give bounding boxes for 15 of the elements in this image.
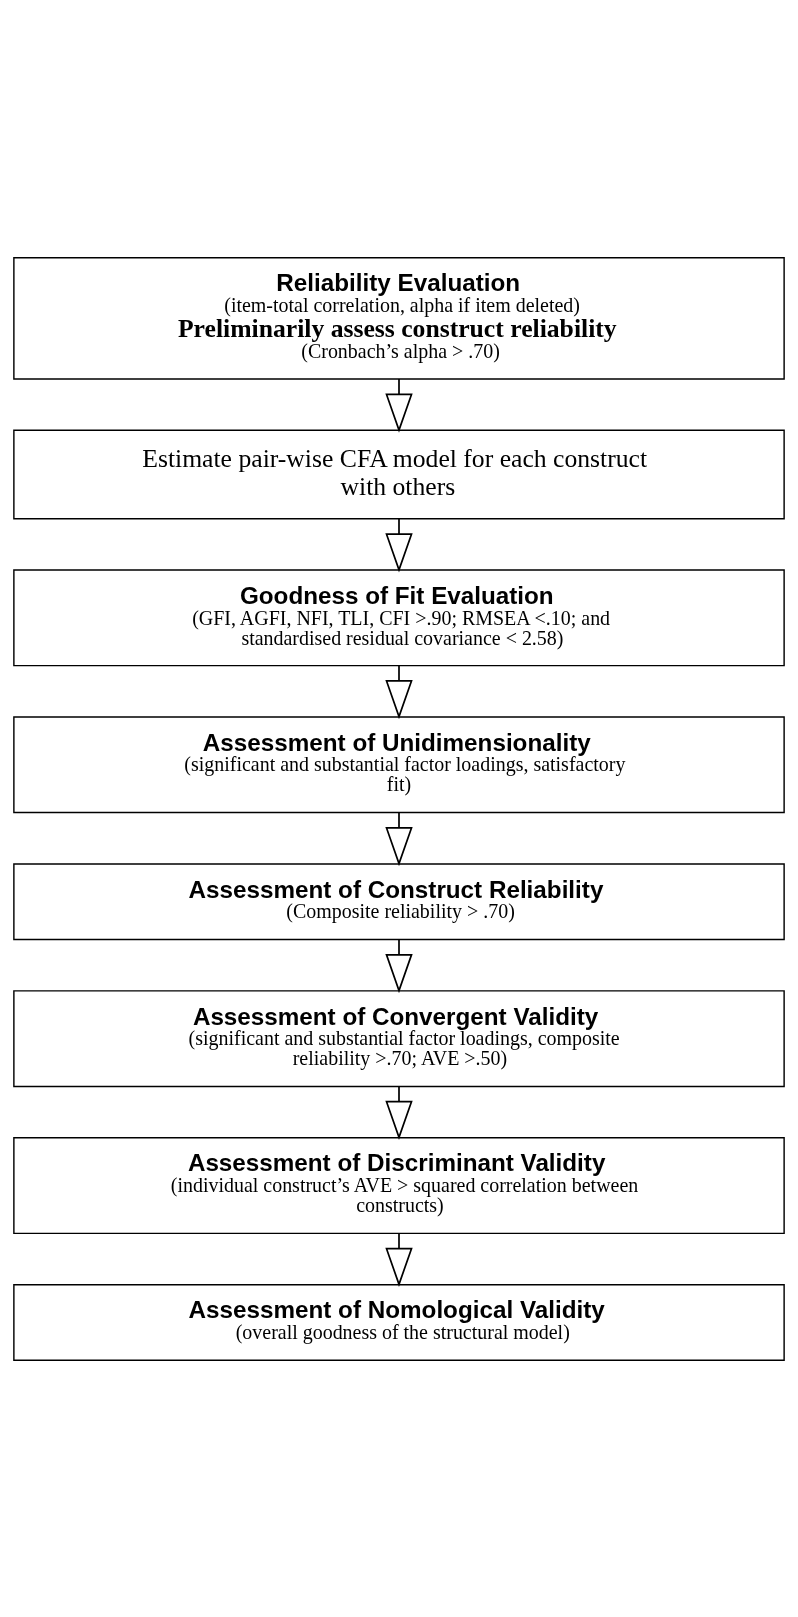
node-box: Estimate pair-wise CFA model for each construct with others bbox=[13, 429, 785, 519]
arrow bbox=[385, 377, 413, 433]
node-box: Assessment of Construct Reliability (Composite reliability > .70) bbox=[13, 862, 785, 940]
node-box: Assessment of Nomological Validity (overall goodness of the structural model) bbox=[13, 1283, 785, 1361]
node-box: Reliability Evaluation (item-total correlation, alpha if item deleted) Preliminarily assess construct reliability (Cronbach’s alpha > .70) bbox=[13, 256, 785, 380]
arrow bbox=[385, 517, 413, 572]
node-box: Assessment of Discriminant Validity (individual construct’s AVE > squared correlation between constructs) bbox=[13, 1136, 785, 1234]
node-box: Goodness of Fit Evaluation (GFI, AGFI, NFI, TLI, CFI >.90; RMSEA <.10; and standardised residual covariance < 2.58) bbox=[13, 568, 785, 666]
arrow bbox=[385, 1232, 413, 1287]
node-box: Assessment of Unidimensionality (significant and substantial factor loadings, satisfactory fit) bbox=[13, 715, 785, 813]
node-box: Assessment of Convergent Validity (significant and substantial factor loadings, composite reliability >.70; AVE >.50) bbox=[13, 989, 785, 1087]
arrow bbox=[385, 664, 413, 719]
arrow bbox=[385, 1085, 413, 1140]
arrow bbox=[385, 938, 413, 993]
arrow bbox=[385, 811, 413, 866]
